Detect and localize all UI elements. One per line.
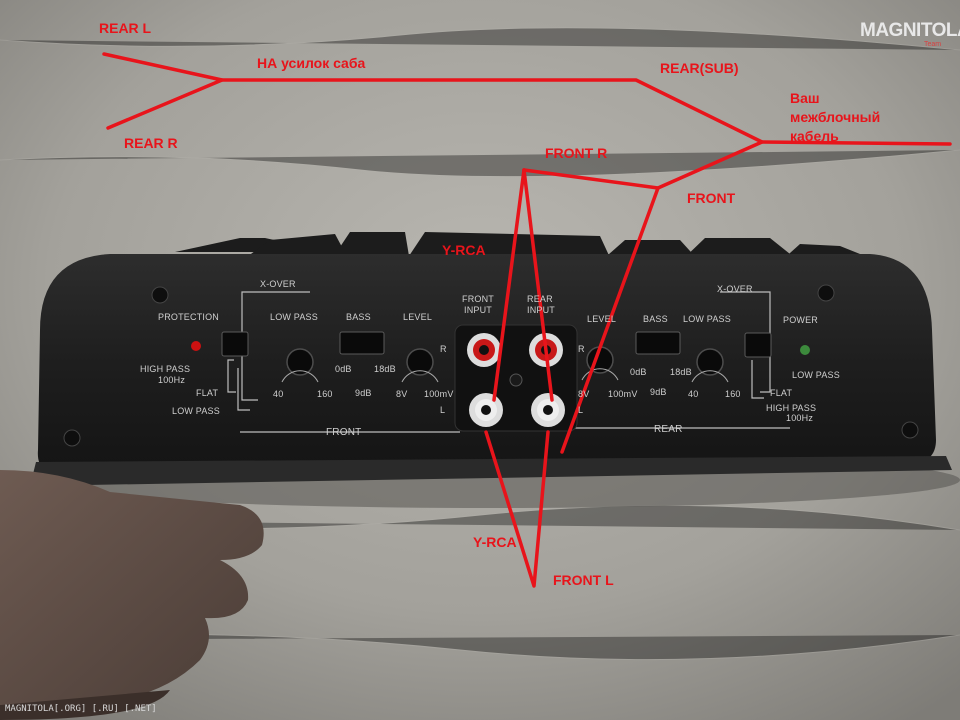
panel-power: POWER <box>783 315 819 325</box>
magnitola-logo: MAGNITOLA <box>860 20 960 41</box>
panel-lp-40-left: 40 <box>273 389 284 399</box>
panel-db0-right: 0dB <box>630 367 647 377</box>
panel-l-mark-right: L <box>578 405 584 415</box>
panel-lp-160-right: 160 <box>725 389 741 399</box>
label-rear-l: REAR L <box>99 20 152 36</box>
label-y-rca-bottom: Y-RCA <box>473 534 517 550</box>
panel-level-right: LEVEL <box>587 314 617 324</box>
panel-high-pass-right-1: HIGH PASS <box>766 403 817 413</box>
panel-bass-left: BASS <box>346 312 371 322</box>
power-led-icon <box>800 345 810 355</box>
screw-icons <box>63 284 919 447</box>
panel-level-left: LEVEL <box>403 312 433 322</box>
panel-rear-section: REAR <box>654 424 683 435</box>
switch-icons <box>221 331 772 358</box>
panel-front-input-1: FRONT <box>462 294 494 304</box>
label-front-l: FRONT L <box>553 572 614 588</box>
label-front-r: FRONT R <box>545 145 608 161</box>
panel-lp-160-left: 160 <box>317 389 333 399</box>
knob-icons <box>286 346 724 376</box>
panel-low-pass-switch-right: LOW PASS <box>792 370 840 380</box>
protection-led-icon <box>191 341 201 351</box>
label-rear-r: REAR R <box>124 135 178 151</box>
label-vash-1: Ваш <box>790 90 820 106</box>
panel-r-mark-right: R <box>578 344 585 354</box>
panel-protection: PROTECTION <box>158 312 220 322</box>
panel-l-mark-left: L <box>440 405 446 415</box>
panel-front-section: FRONT <box>326 427 362 438</box>
label-vash-2: межблочный <box>790 109 881 125</box>
panel-db18-left: 18dB <box>374 364 396 374</box>
panel-high-pass-left-1: HIGH PASS <box>140 364 191 374</box>
panel-high-pass-left-2: 100Hz <box>158 375 186 385</box>
label-rear-sub: REAR(SUB) <box>660 60 739 76</box>
label-vash-3: кабель <box>790 128 839 144</box>
footer-watermark: MAGNITOLA[.ORG] [.RU] [.NET] <box>5 704 157 714</box>
panel-lv-100mv-left: 100mV <box>424 389 454 399</box>
panel-flat-right: FLAT <box>770 388 793 398</box>
panel-front-input-2: INPUT <box>464 305 492 315</box>
panel-bass-right: BASS <box>643 314 668 324</box>
panel-low-pass-left: LOW PASS <box>270 312 318 322</box>
panel-lp-40-right: 40 <box>688 389 699 399</box>
label-y-rca-top: Y-RCA <box>442 242 486 258</box>
panel-db9-left: 9dB <box>355 388 372 398</box>
panel-low-pass-right: LOW PASS <box>683 314 731 324</box>
label-front: FRONT <box>687 190 736 206</box>
panel-lv-100mv-right: 100mV <box>608 389 638 399</box>
panel-db18-right: 18dB <box>670 367 692 377</box>
annotation-lines <box>102 52 952 588</box>
panel-lines <box>227 291 790 433</box>
panel-low-pass-switch-left: LOW PASS <box>172 406 220 416</box>
panel-db0-left: 0dB <box>335 364 352 374</box>
panel-rear-input-2: INPUT <box>527 305 555 315</box>
panel-lv-8v-right: 8V <box>578 389 590 399</box>
magnitola-logo-sub: Team <box>924 41 942 48</box>
panel-lv-8v-left: 8V <box>396 389 408 399</box>
panel-xover-right: X-OVER <box>717 284 753 294</box>
panel-xover-left: X-OVER <box>260 279 296 289</box>
hand <box>0 470 264 705</box>
panel-r-mark-left: R <box>440 344 447 354</box>
panel-rear-input-1: REAR <box>527 294 553 304</box>
panel-high-pass-right-2: 100Hz <box>786 413 814 423</box>
panel-flat-left: FLAT <box>196 388 219 398</box>
label-na-usilok: НА усилок саба <box>257 55 366 71</box>
panel-db9-right: 9dB <box>650 387 667 397</box>
